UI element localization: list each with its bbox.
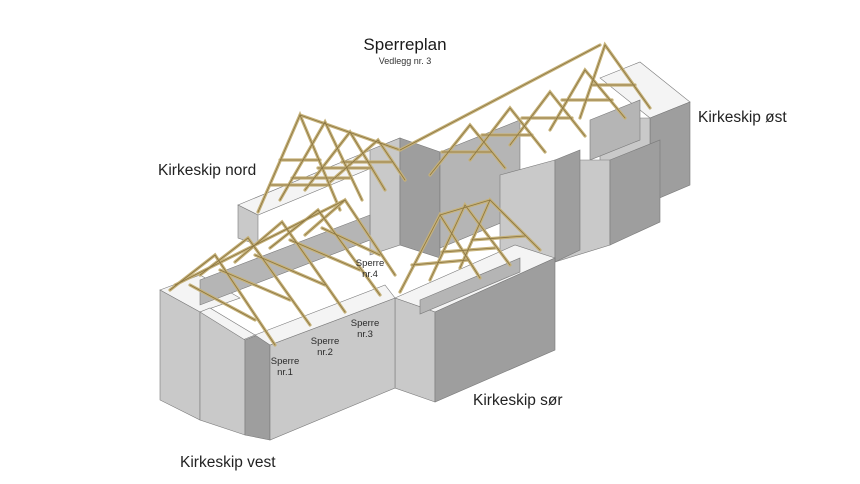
- truss-outline: [579, 44, 651, 119]
- east-trusses: [398, 41, 652, 177]
- truss-outline: [429, 204, 511, 281]
- rafter-label-4-num: nr.4: [362, 268, 378, 280]
- rafter-label-2-word: Sperre: [310, 336, 340, 347]
- north-gable-block: [369, 137, 401, 256]
- rafter-label-3-word: Sperre: [350, 318, 380, 329]
- east-inner-wall: [589, 99, 641, 161]
- truss-outline: [304, 131, 386, 191]
- truss-outline: [469, 107, 546, 161]
- truss-outline: [399, 44, 601, 151]
- rafter-label-2: Sperre nr.2: [305, 336, 345, 359]
- rafter-label-3-num: nr.3: [357, 328, 373, 340]
- truss-outline: [234, 221, 346, 313]
- south-wall-side: [434, 257, 556, 403]
- label-kirkeskip-sor: Kirkeskip sør: [473, 392, 563, 409]
- east-step-side: [609, 139, 661, 246]
- label-kirkeskip-ost: Kirkeskip øst: [698, 109, 787, 126]
- mid-block-side: [554, 149, 581, 263]
- diagram-subtitle: Vedlegg nr. 3: [378, 56, 432, 66]
- rafter-label-1: Sperre nr.1: [265, 356, 305, 379]
- north-gable-side: [399, 137, 441, 259]
- west-wall-front: [159, 289, 201, 421]
- west-wing-walls: [159, 214, 396, 441]
- west-wall-side: [244, 329, 271, 441]
- rafter-label-1-word: Sperre: [270, 356, 300, 367]
- rafter-label-2-num: nr.2: [317, 346, 333, 358]
- south-trusses: [398, 197, 542, 294]
- truss-outline: [304, 199, 396, 276]
- truss-outline: [459, 199, 541, 269]
- truss-outline: [549, 69, 626, 131]
- south-inner-wall: [419, 257, 521, 315]
- truss-outline: [399, 214, 481, 293]
- truss-outline: [429, 124, 506, 176]
- truss-outline: [279, 121, 363, 201]
- label-kirkeskip-vest: Kirkeskip vest: [180, 454, 276, 471]
- truss-outline: [269, 209, 381, 296]
- truss-outline: [169, 254, 276, 346]
- truss-outline: [199, 237, 311, 326]
- north-trusses: [256, 110, 407, 214]
- truss-outline: [439, 199, 491, 216]
- south-wall-front: [394, 297, 436, 403]
- west-trusses: [168, 197, 397, 347]
- rafter-label-3: Sperre nr.3: [345, 318, 385, 341]
- rafter-label-1-num: nr.1: [277, 366, 293, 378]
- label-kirkeskip-nord: Kirkeskip nord: [158, 162, 257, 179]
- roof-trusses: [168, 41, 652, 347]
- rafter-label-4-word: Sperre: [355, 258, 385, 269]
- diagram-title: Sperreplan: [363, 35, 447, 54]
- truss-outline: [329, 139, 406, 183]
- truss-outline: [174, 199, 346, 286]
- west-long-wall-top: [254, 284, 396, 346]
- truss-outline: [509, 91, 586, 146]
- rafter-label-4: Sperre nr.4: [350, 258, 390, 281]
